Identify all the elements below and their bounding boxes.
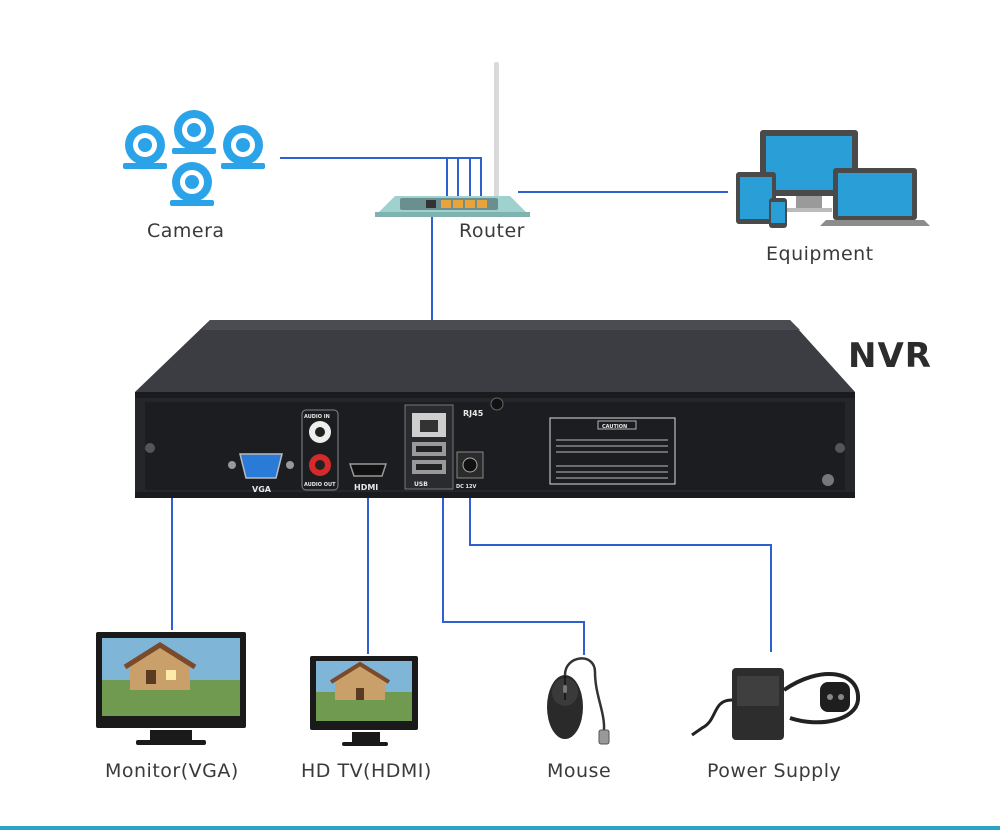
caution-label: CAUTION bbox=[549, 417, 676, 485]
hdmi-label: HDMI bbox=[354, 483, 378, 492]
equipment-icon bbox=[736, 130, 930, 228]
hdtv-label: HD TV(HDMI) bbox=[301, 760, 432, 782]
bottom-accent-bar bbox=[0, 826, 1000, 830]
camera-icon bbox=[170, 162, 214, 206]
camera-icon bbox=[221, 125, 265, 169]
mouse-icon bbox=[547, 657, 610, 745]
audio-in-label: AUDIO IN bbox=[304, 414, 330, 420]
router-icon bbox=[375, 62, 530, 217]
line-nvr-power bbox=[469, 476, 772, 652]
hdmi-port: HDMI bbox=[348, 463, 388, 492]
monitor-icon bbox=[96, 632, 246, 745]
camera-icon bbox=[123, 125, 167, 169]
camera-label: Camera bbox=[147, 220, 225, 242]
audio-ports: AUDIO IN AUDIO OUT bbox=[301, 409, 339, 491]
nvr-device: VGA AUDIO IN AUDIO OUT HDMI RJ45 USB bbox=[135, 320, 855, 498]
caution-text: CAUTION bbox=[602, 424, 627, 430]
line-nvr-mouse bbox=[442, 498, 585, 655]
nvr-label: NVR bbox=[848, 336, 932, 376]
camera-icons bbox=[123, 110, 265, 206]
vga-label: VGA bbox=[252, 485, 272, 494]
equipment-label: Equipment bbox=[766, 243, 874, 265]
rj45-usb-ports: RJ45 USB bbox=[404, 404, 484, 490]
audio-out-label: AUDIO OUT bbox=[304, 482, 336, 488]
hdtv-icon bbox=[310, 656, 418, 746]
dc-port: DC 12V bbox=[456, 451, 484, 490]
router-label: Router bbox=[459, 220, 525, 242]
dc-label: DC 12V bbox=[456, 484, 477, 490]
mouse-label: Mouse bbox=[547, 760, 612, 782]
camera-icon bbox=[172, 110, 216, 154]
power-supply-label: Power Supply bbox=[707, 760, 842, 782]
power-supply-icon bbox=[691, 668, 861, 740]
usb-label: USB bbox=[414, 481, 428, 488]
line-camera-router bbox=[280, 157, 482, 198]
vga-port: VGA bbox=[228, 453, 294, 494]
monitor-label: Monitor(VGA) bbox=[105, 760, 239, 782]
rj45-label: RJ45 bbox=[463, 409, 484, 418]
